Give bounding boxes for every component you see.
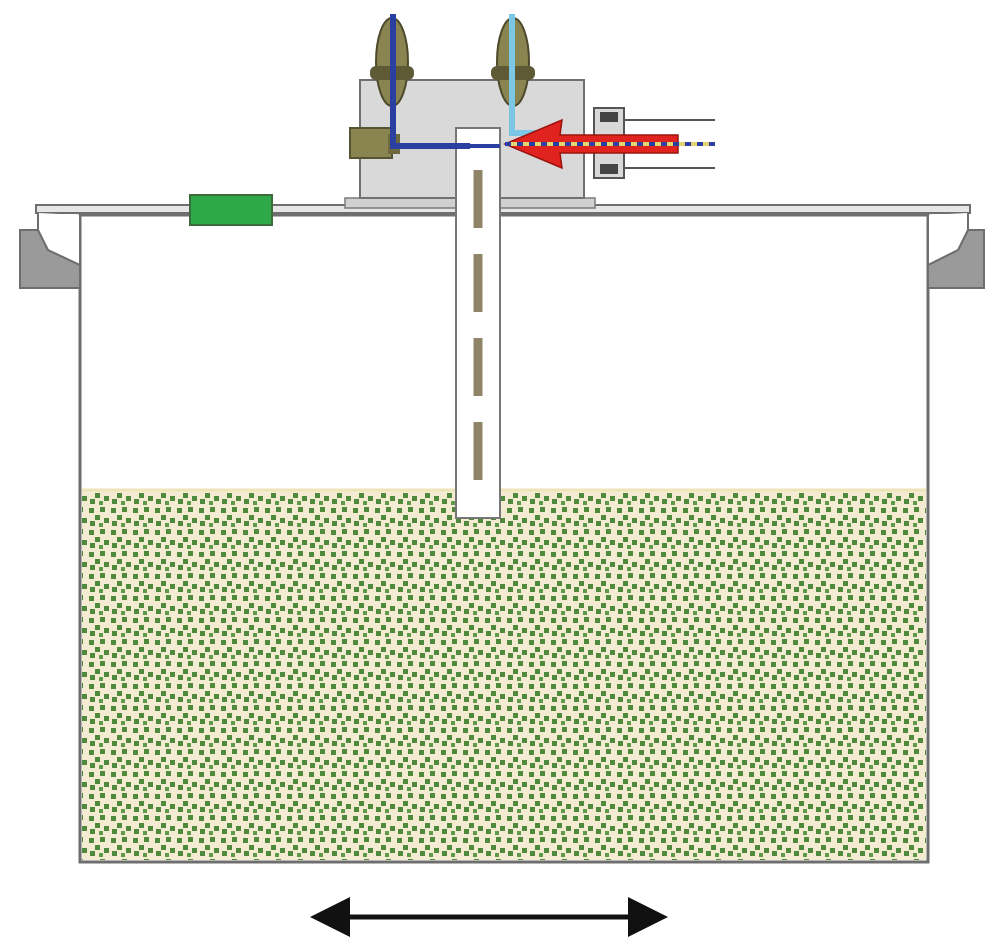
arrow-left-icon — [503, 118, 715, 170]
lid-rim-icon — [35, 197, 971, 214]
handle-icon — [19, 213, 81, 289]
double-headed-arrow-icon — [310, 897, 668, 937]
granular-fill-icon — [82, 488, 926, 860]
handle-icon — [927, 213, 985, 289]
dip-tube-icon — [455, 127, 501, 519]
indicator-light-icon — [189, 194, 273, 226]
